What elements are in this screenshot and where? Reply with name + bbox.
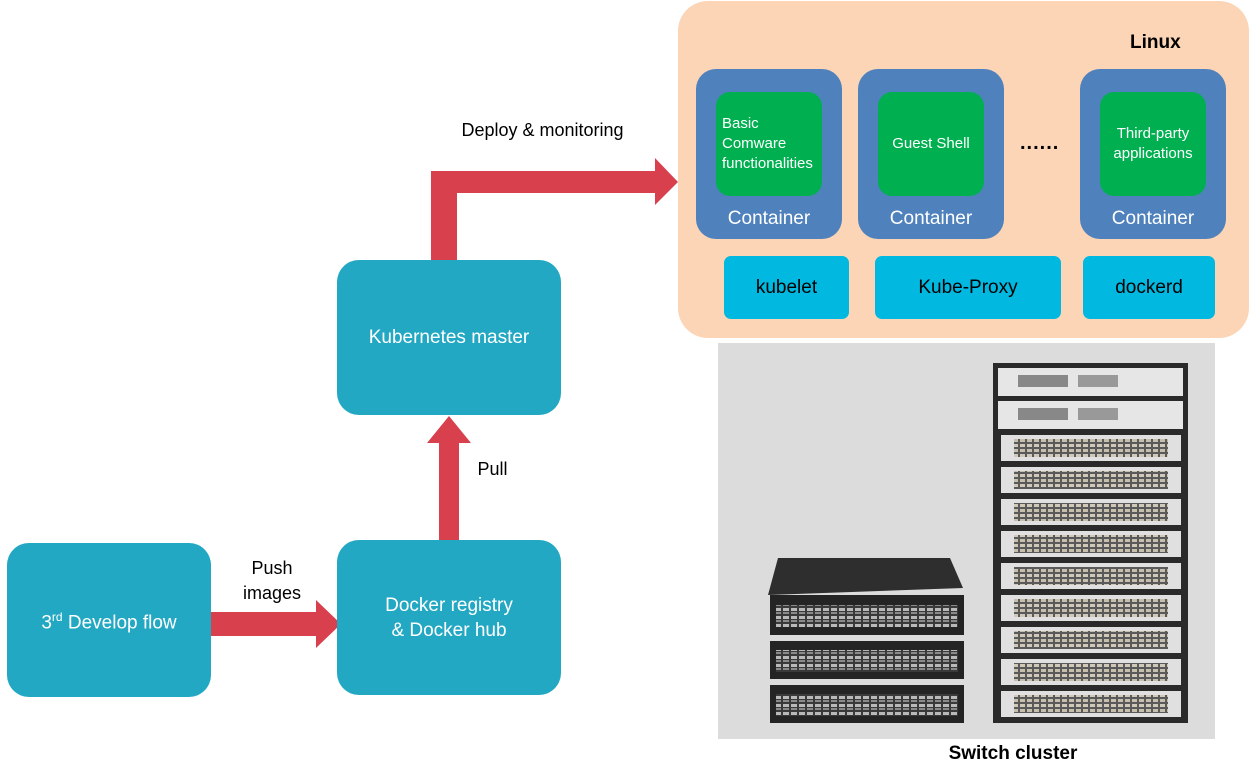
app-basic-line1: Basic bbox=[722, 115, 759, 132]
kubelet-box: kubelet bbox=[724, 256, 849, 319]
push-arrow bbox=[210, 600, 341, 648]
container-label: Container bbox=[727, 208, 811, 229]
chassis-switch bbox=[993, 363, 1188, 723]
push-label-line2: images bbox=[242, 583, 302, 603]
deploy-arrow bbox=[431, 158, 678, 261]
stacked-switches bbox=[768, 558, 964, 723]
develop-flow-label: 3rd Develop flow bbox=[41, 605, 176, 635]
app-third-party-line2: applications bbox=[1113, 145, 1193, 162]
container-guest-shell: Guest Shell Container bbox=[858, 69, 1004, 239]
develop-flow-superscript: rd bbox=[51, 609, 63, 624]
more-containers-ellipsis: ...... bbox=[1020, 132, 1060, 154]
kubernetes-master-label: Kubernetes master bbox=[368, 327, 530, 348]
switch-cluster-caption: Switch cluster bbox=[948, 743, 1078, 764]
develop-flow-prefix: 3 bbox=[41, 612, 52, 634]
develop-flow-suffix: Develop flow bbox=[62, 612, 177, 634]
app-guest-shell-label: Guest Shell bbox=[892, 135, 970, 152]
docker-registry-line1: Docker registry bbox=[385, 594, 513, 616]
app-guest-shell: Guest Shell bbox=[878, 92, 984, 196]
switch-hardware-illustration bbox=[768, 363, 1188, 723]
container-third-party: Third-party applications Container bbox=[1080, 69, 1226, 239]
app-basic-line3: functionalities bbox=[722, 155, 813, 172]
push-label-line1: Push bbox=[251, 558, 293, 578]
app-third-party: Third-party applications bbox=[1100, 92, 1206, 196]
deploy-monitoring-label: Deploy & monitoring bbox=[461, 120, 624, 140]
app-basic-comware: Basic Comware functionalities bbox=[716, 92, 822, 196]
app-basic-line2: Comware bbox=[722, 135, 787, 152]
switch-cluster-photo bbox=[718, 343, 1215, 739]
docker-registry-line2: & Docker hub bbox=[391, 619, 507, 641]
container-label: Container bbox=[1111, 208, 1195, 229]
kubernetes-master-box: Kubernetes master bbox=[337, 260, 561, 415]
docker-registry-box: Docker registry & Docker hub bbox=[337, 540, 561, 695]
kube-proxy-box: Kube-Proxy bbox=[875, 256, 1061, 319]
linux-title: Linux bbox=[1130, 32, 1181, 53]
pull-label: Pull bbox=[477, 459, 508, 479]
container-basic-comware: Basic Comware functionalities Container bbox=[696, 69, 842, 239]
dockerd-box: dockerd bbox=[1083, 256, 1215, 319]
pull-arrow bbox=[427, 416, 471, 541]
container-label: Container bbox=[889, 208, 973, 229]
push-images-label: Push images bbox=[222, 556, 322, 606]
app-third-party-line1: Third-party bbox=[1116, 125, 1190, 142]
develop-flow-box: 3rd Develop flow bbox=[7, 543, 211, 697]
